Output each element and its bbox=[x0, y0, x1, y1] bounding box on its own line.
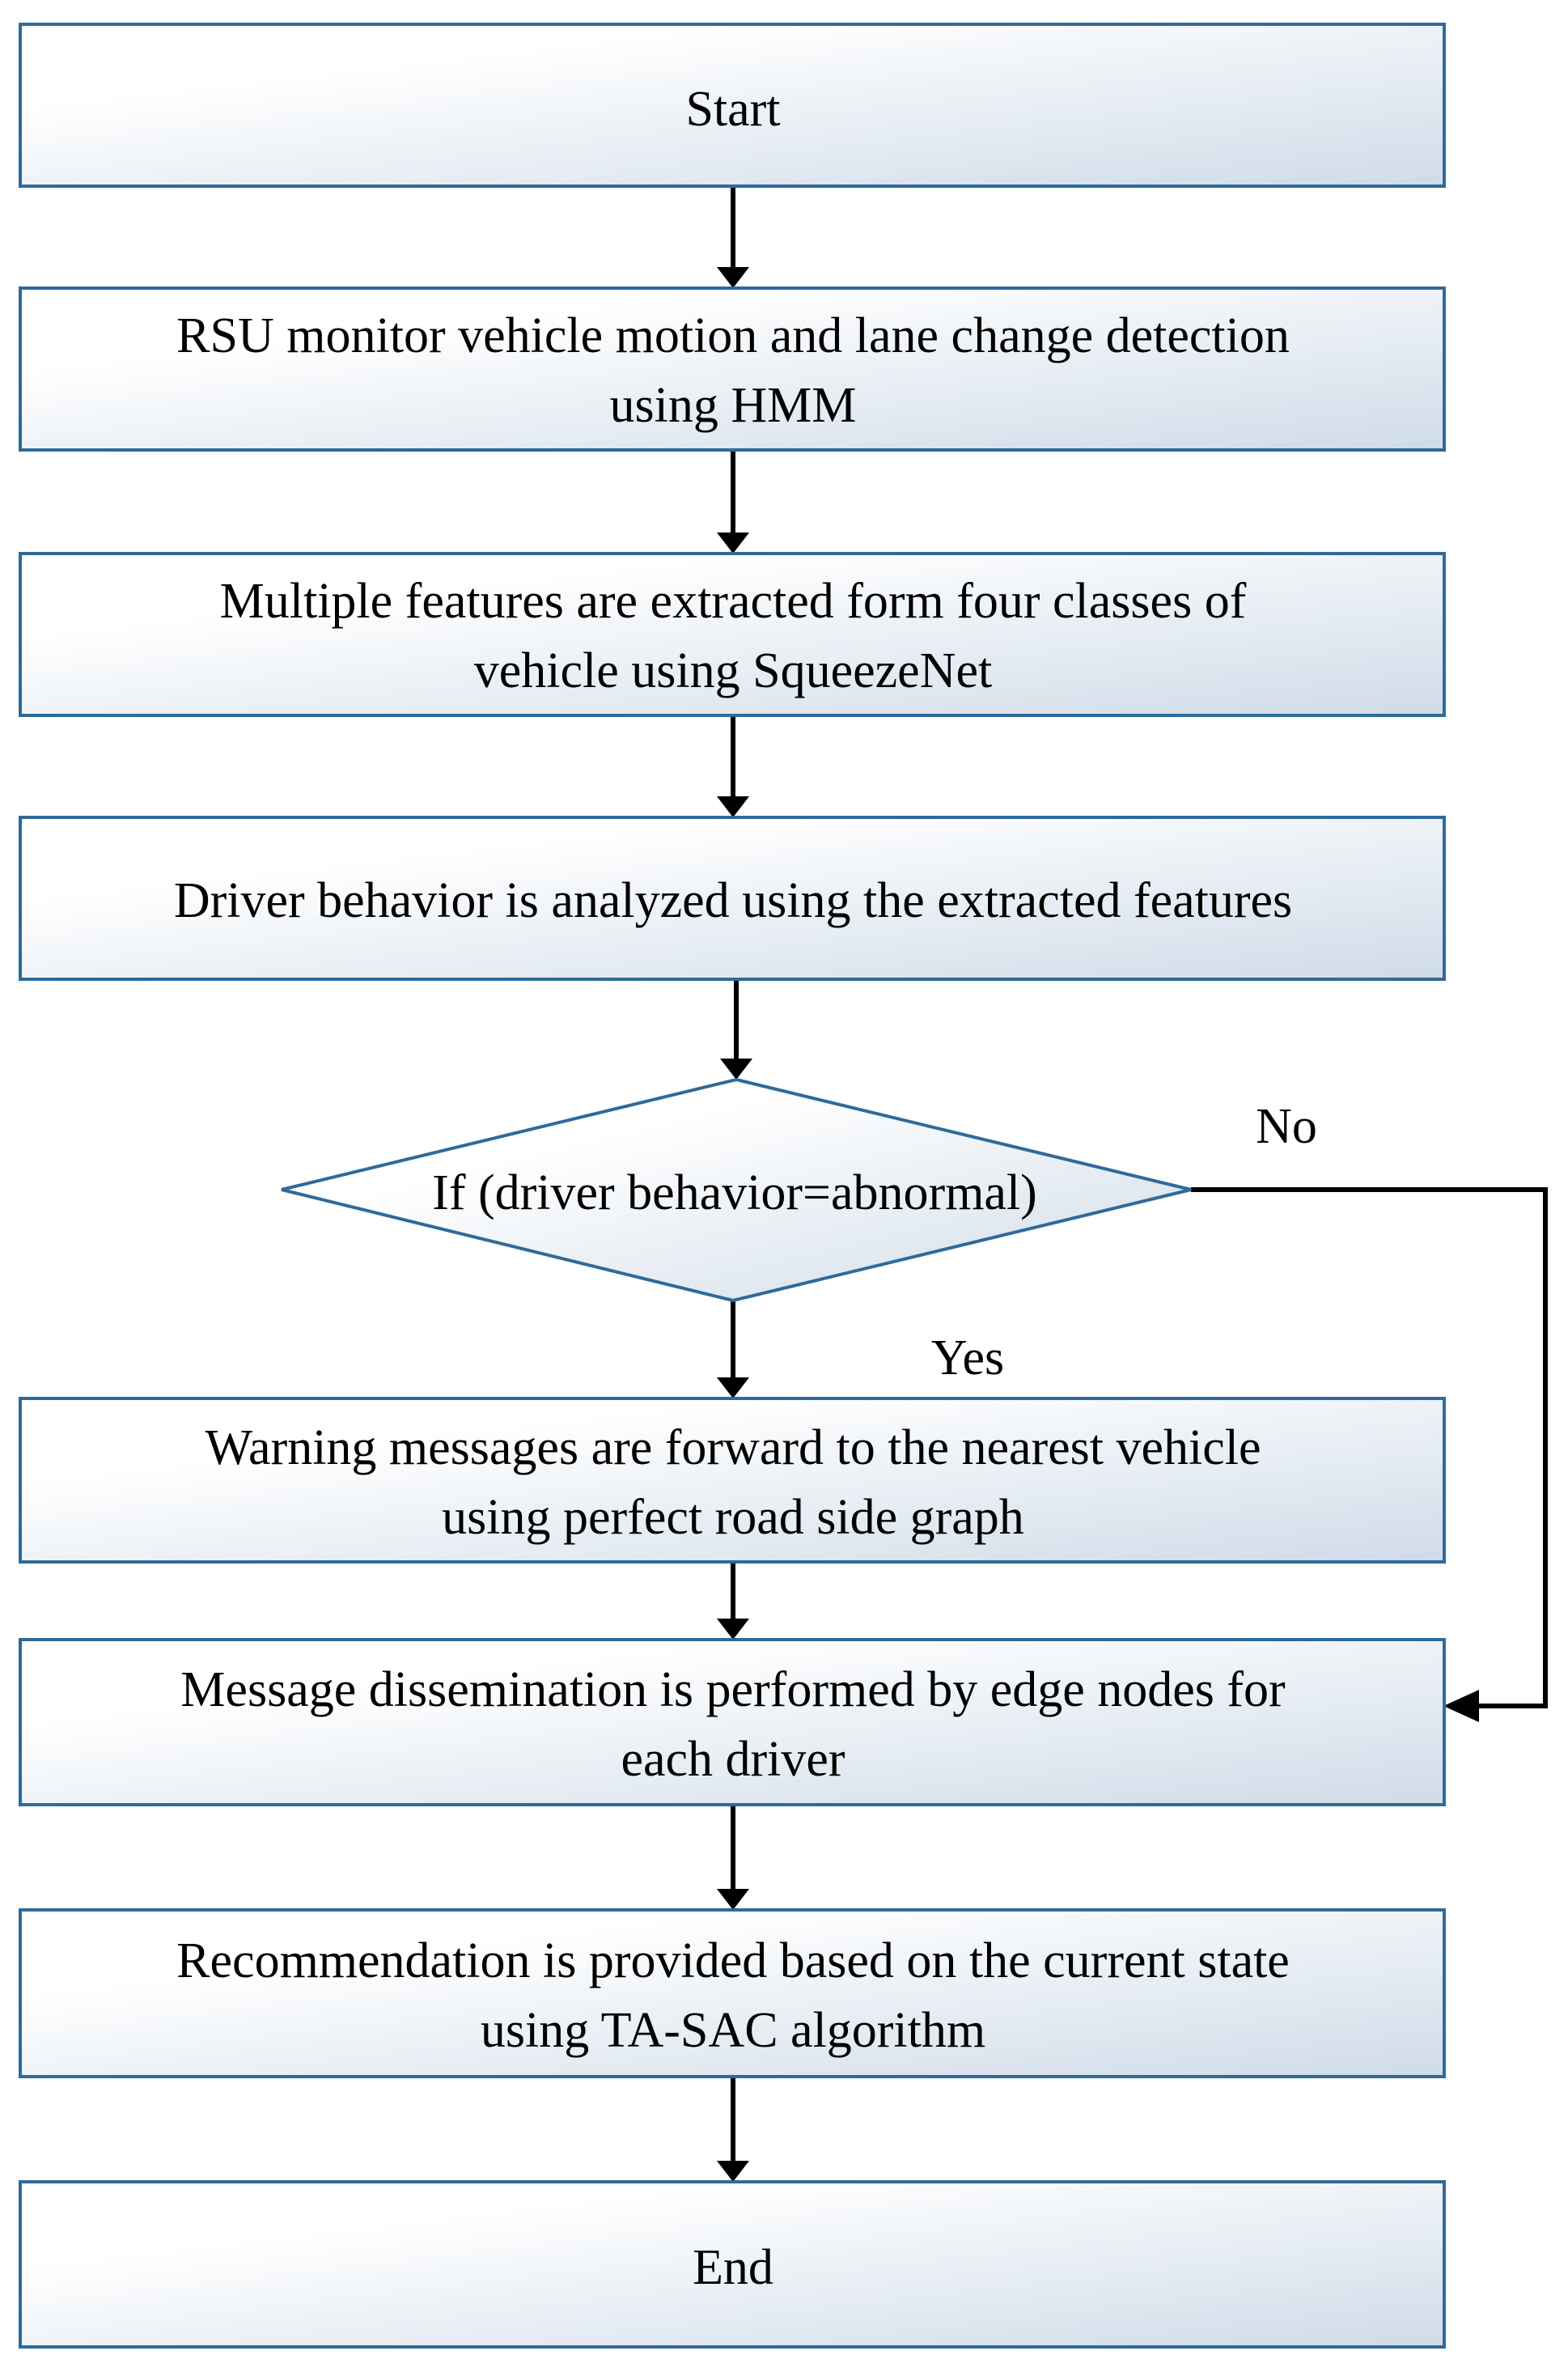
dissemination-box-shape bbox=[19, 1638, 1446, 1806]
arrowhead-end bbox=[717, 2161, 749, 2182]
start-box: Start bbox=[19, 23, 1446, 188]
behavior-box-shape bbox=[19, 816, 1446, 981]
rsu-monitoring-box: RSU monitor vehicle motion and lane chan… bbox=[19, 286, 1446, 452]
start-label-line-1: Start bbox=[685, 82, 780, 137]
recommendation-label-line-1: Recommendation is provided based on the … bbox=[176, 1933, 1290, 1988]
start-label: Start bbox=[685, 82, 780, 137]
decision-diamond: If (driver behavior=abnormal) bbox=[281, 1077, 1192, 1303]
recommendation-box-shape bbox=[19, 1908, 1446, 2078]
warning-label: Warning messages are forward to the near… bbox=[205, 1420, 1261, 1545]
behavior-analysis-box: Driver behavior is analyzed using the ex… bbox=[19, 816, 1446, 981]
end-box: End bbox=[19, 2180, 1446, 2349]
warning-label-line-1: Warning messages are forward to the near… bbox=[205, 1420, 1261, 1475]
rsu-box-shape bbox=[19, 286, 1446, 452]
rsu-label-line-1: RSU monitor vehicle motion and lane chan… bbox=[176, 308, 1290, 363]
recommendation-label-line-2: using TA-SAC algorithm bbox=[481, 2003, 985, 2058]
arrowhead-dissemination bbox=[717, 1619, 749, 1640]
warning-message-box: Warning messages are forward to the near… bbox=[19, 1397, 1446, 1564]
end-label-line-1: End bbox=[693, 2240, 773, 2295]
start-box-shape bbox=[19, 23, 1446, 188]
dissemination-box: Message dissemination is performed by ed… bbox=[19, 1638, 1446, 1806]
arrowhead-warning bbox=[717, 1377, 749, 1398]
decision-label: If (driver behavior=abnormal) bbox=[432, 1165, 1037, 1220]
behavior-label-line-1: Driver behavior is analyzed using the ex… bbox=[174, 873, 1292, 928]
arrowhead-behavior bbox=[717, 796, 749, 817]
no-branch-label: No bbox=[1256, 1099, 1317, 1154]
warning-label-line-2: using perfect road side graph bbox=[442, 1490, 1024, 1545]
end-label: End bbox=[693, 2240, 773, 2295]
behavior-label: Driver behavior is analyzed using the ex… bbox=[174, 873, 1292, 928]
arrowhead-decision bbox=[720, 1059, 752, 1080]
decision-shape bbox=[281, 1077, 1192, 1303]
arrowhead-recommendation bbox=[717, 1889, 749, 1910]
features-label: Multiple features are extracted form fou… bbox=[220, 574, 1247, 698]
recommendation-label: Recommendation is provided based on the … bbox=[176, 1933, 1290, 2058]
arrow-decision-no-to-dissemination bbox=[1191, 1187, 1548, 1708]
recommendation-box: Recommendation is provided based on the … bbox=[19, 1908, 1446, 2078]
features-label-line-2: vehicle using SqueezeNet bbox=[474, 643, 992, 698]
features-box-shape bbox=[19, 552, 1446, 717]
arrowhead-no-branch bbox=[1443, 1690, 1479, 1722]
rsu-label: RSU monitor vehicle motion and lane chan… bbox=[176, 308, 1290, 433]
end-box-shape bbox=[19, 2180, 1446, 2349]
features-label-line-1: Multiple features are extracted form fou… bbox=[220, 574, 1247, 629]
rsu-label-line-2: using HMM bbox=[610, 378, 857, 433]
feature-extraction-box: Multiple features are extracted form fou… bbox=[19, 552, 1446, 717]
dissemination-label-line-2: each driver bbox=[621, 1732, 845, 1787]
decision-label-line-1: If (driver behavior=abnormal) bbox=[432, 1165, 1037, 1220]
warning-box-shape bbox=[19, 1397, 1446, 1564]
arrowhead-features bbox=[717, 533, 749, 554]
dissemination-label-line-1: Message dissemination is performed by ed… bbox=[180, 1662, 1286, 1717]
dissemination-label: Message dissemination is performed by ed… bbox=[180, 1662, 1286, 1787]
arrowhead-rsu bbox=[717, 267, 749, 288]
connectors bbox=[717, 188, 1548, 2182]
yes-branch-label: Yes bbox=[931, 1330, 1004, 1385]
